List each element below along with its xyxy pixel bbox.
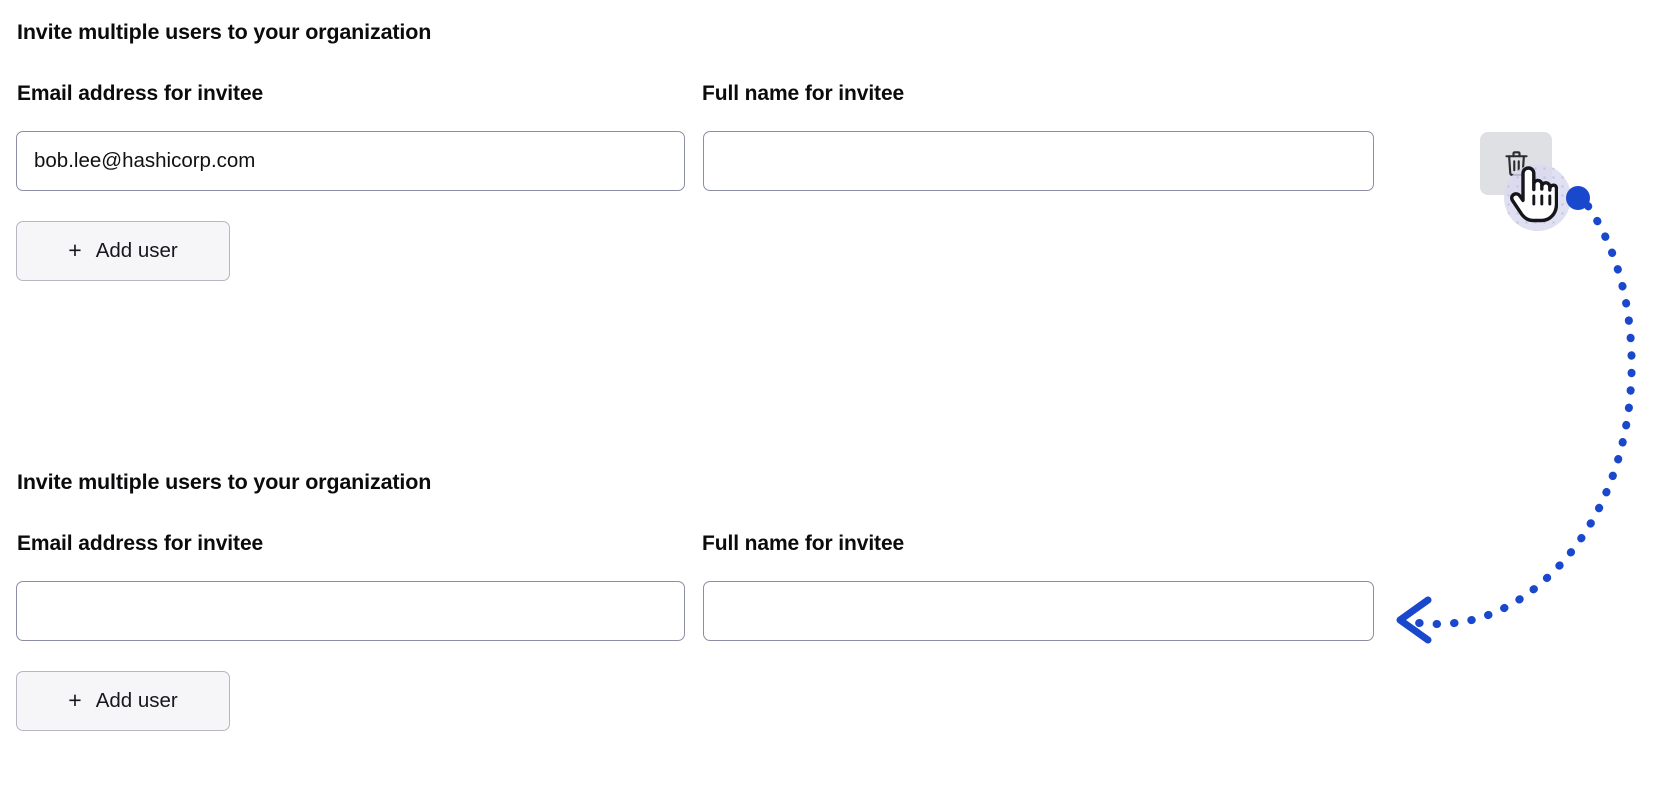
add-user-button[interactable]: + Add user — [16, 221, 230, 281]
page-title: Invite multiple users to your organizati… — [17, 20, 432, 44]
delete-invitee-row-button[interactable] — [1480, 132, 1552, 195]
full-name-field-label: Full name for invitee — [702, 82, 905, 105]
email-field-label-2: Email address for invitee — [17, 532, 264, 555]
email-input-2[interactable] — [16, 581, 685, 641]
add-user-button-label: Add user — [95, 239, 178, 262]
plus-icon: + — [68, 236, 82, 263]
full-name-input-2[interactable] — [703, 581, 1374, 641]
action-start-dot — [1566, 186, 1590, 210]
add-user-button-label-2: Add user — [95, 689, 178, 712]
trash-icon — [1503, 149, 1530, 178]
full-name-field-label-2: Full name for invitee — [702, 532, 905, 555]
full-name-input[interactable] — [703, 131, 1374, 191]
email-input[interactable] — [16, 131, 685, 191]
add-user-button-2[interactable]: + Add user — [16, 671, 230, 731]
plus-icon-2: + — [68, 686, 82, 713]
email-field-label: Email address for invitee — [17, 82, 264, 105]
page-title-2: Invite multiple users to your organizati… — [17, 470, 432, 494]
